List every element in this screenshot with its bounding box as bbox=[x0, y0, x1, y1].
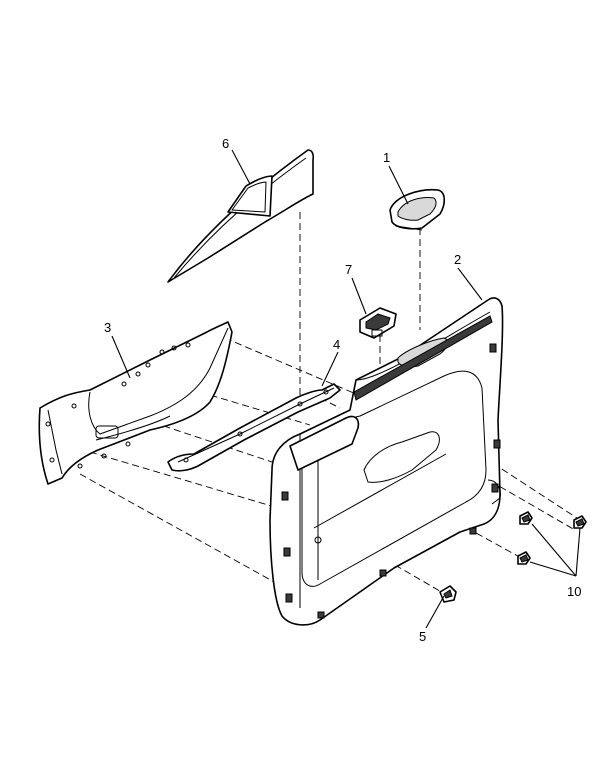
part-2-door-trim-panel bbox=[269, 297, 504, 626]
callout-5: 5 bbox=[419, 629, 426, 644]
callout-3: 3 bbox=[104, 320, 111, 335]
leader-lines bbox=[111, 149, 581, 629]
part-5-push-clip bbox=[439, 585, 457, 603]
part-3-lower-trim-panel bbox=[38, 321, 233, 485]
part-6-upper-trim-panel bbox=[167, 149, 315, 283]
fastener-c bbox=[517, 551, 531, 565]
part-10-fasteners bbox=[517, 511, 587, 565]
part-4-retainer-strip bbox=[167, 383, 341, 472]
callout-2: 2 bbox=[454, 252, 461, 267]
callout-6: 6 bbox=[222, 136, 229, 151]
callout-7: 7 bbox=[345, 262, 352, 277]
part-1-switch-bezel bbox=[389, 188, 446, 231]
callout-4: 4 bbox=[333, 337, 340, 352]
fastener-a bbox=[519, 511, 533, 525]
callout-labels: 1 2 3 4 5 6 7 10 bbox=[104, 136, 581, 644]
callout-10: 10 bbox=[567, 584, 581, 599]
part-7-window-switch bbox=[359, 307, 397, 339]
callout-1: 1 bbox=[383, 150, 390, 165]
fastener-b bbox=[573, 515, 587, 529]
